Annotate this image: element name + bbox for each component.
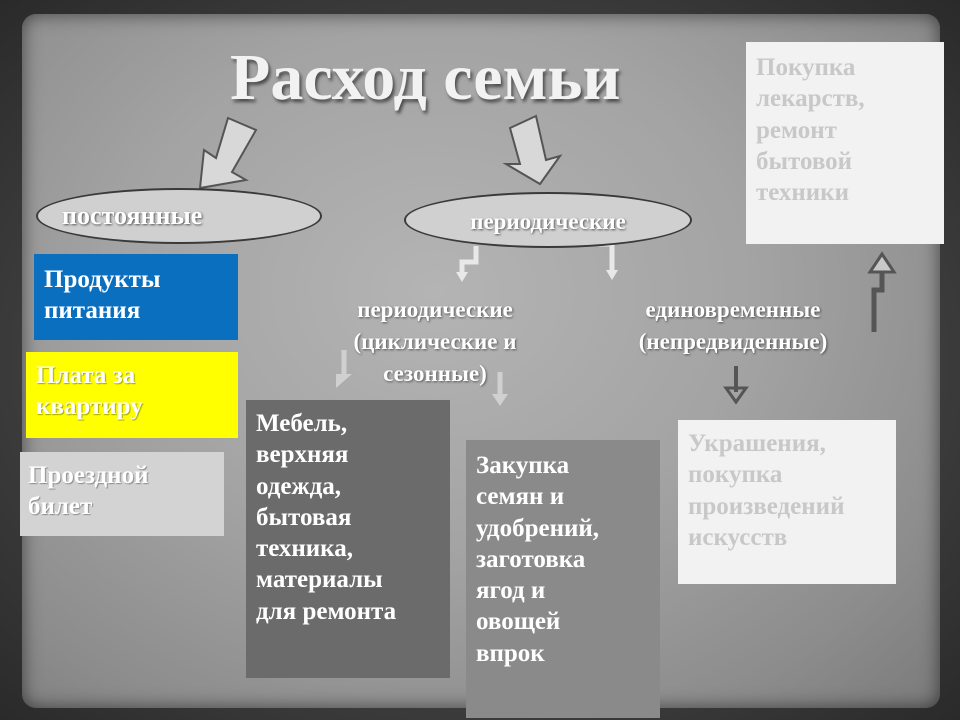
arrow-to-constant (198, 116, 258, 190)
box-rent: Плата за квартиру (26, 352, 238, 438)
arrow-to-cyclic (459, 246, 479, 276)
box-furniture: Мебель, верхняя одежда, бытовая техника,… (246, 400, 450, 678)
diagram-title: Расход семьи (230, 41, 621, 114)
box-jewelry-text: Украшения, покупка произведений искусств (688, 430, 845, 551)
arrow-to-jewelry-head (723, 386, 749, 405)
box-food-text: Продукты питания (44, 266, 161, 325)
arrow-to-medicine (871, 270, 885, 332)
box-seeds-text: Закупка семян и удобрений, заготовка яго… (476, 452, 600, 667)
box-jewelry: Украшения, покупка произведений искусств (678, 420, 896, 584)
box-seeds: Закупка семян и удобрений, заготовка яго… (466, 440, 660, 718)
category-constant: постоянные (36, 188, 322, 244)
arrow-to-furniture-head (336, 374, 352, 388)
subcategory-cyclic: периодические (циклические и сезонные) (353, 297, 517, 387)
arrow-to-one-time-head (606, 270, 618, 280)
arrow-to-seeds-head (492, 394, 508, 406)
box-transport-pass: Проездной билет (20, 452, 224, 536)
box-transport-pass-text: Проездной билет (28, 462, 149, 521)
arrow-to-periodic (502, 114, 563, 186)
box-rent-text: Плата за квартиру (36, 362, 143, 421)
box-medicine-text: Покупка лекарств, ремонт бытовой техники (756, 54, 865, 206)
box-medicine: Покупка лекарств, ремонт бытовой техники (746, 42, 944, 244)
subcategory-one-time: единовременные (непредвиденные) (638, 297, 828, 355)
box-furniture-text: Мебель, верхняя одежда, бытовая техника,… (256, 410, 397, 625)
box-food: Продукты питания (34, 254, 238, 340)
arrow-to-one-time (598, 241, 615, 272)
arrow-to-medicine-head (867, 251, 897, 274)
category-constant-label: постоянные (62, 201, 203, 230)
category-periodic: периодические (404, 192, 692, 248)
category-periodic-label: периодические (470, 209, 626, 234)
arrow-to-cyclic-head (456, 272, 468, 282)
